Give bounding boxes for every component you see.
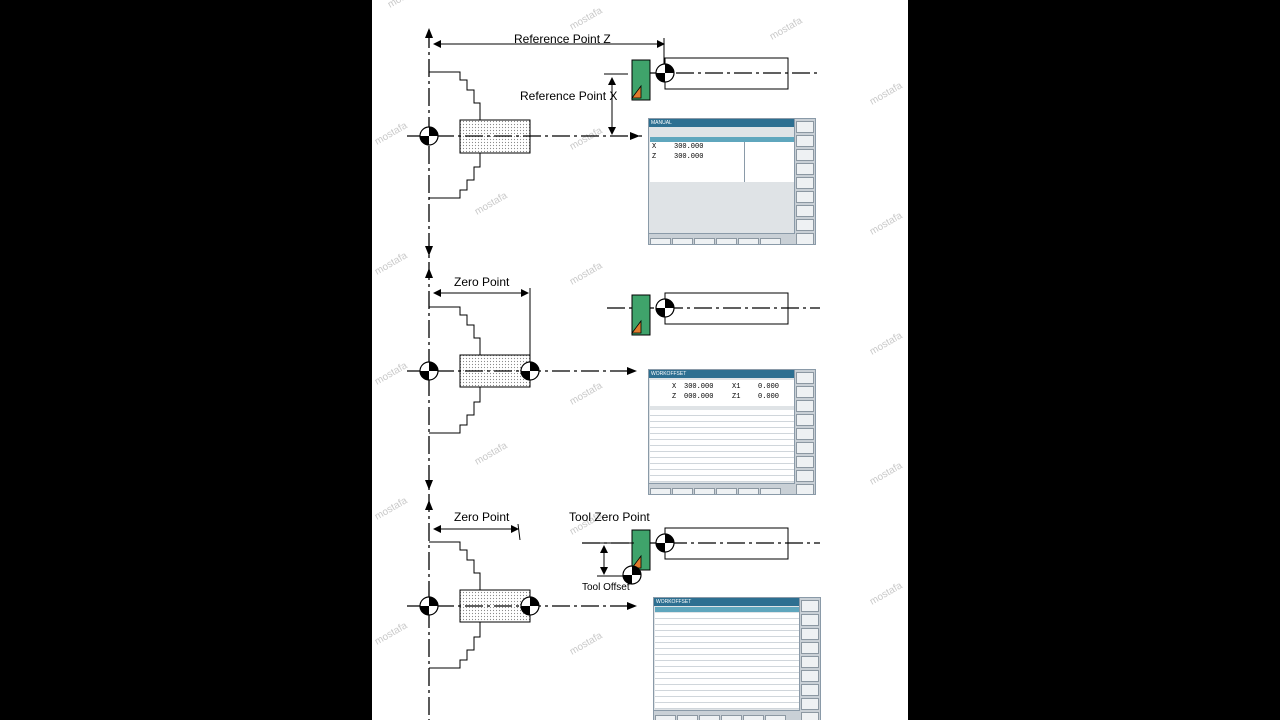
- watermark: mostafa: [768, 15, 805, 43]
- axis-arrow-up: [425, 500, 433, 510]
- reference-point-x-label: Reference Point X: [520, 89, 617, 103]
- hmi-softkeys: [794, 370, 815, 494]
- reference-point-symbol: [655, 298, 675, 318]
- document-page: mostafa mostafa mostafa mostafa mostafa …: [372, 0, 908, 720]
- watermark: mostafa: [373, 620, 410, 648]
- hmi-position-panel: X 300.000 X1 0.000 Z 000.000 Z1 0.000: [650, 380, 794, 406]
- hmi-title-bar: WORKOFFSET: [654, 598, 820, 606]
- watermark: mostafa: [868, 330, 905, 358]
- z1-position-value: 0.000: [758, 393, 780, 401]
- reference-point-symbol: [655, 63, 675, 83]
- watermark: mostafa: [568, 630, 605, 658]
- section-tool-zero-point: Zero Point Tool Zero Point Tool Offset: [407, 510, 820, 669]
- workpiece-zero-symbol: [520, 361, 540, 381]
- axis-label-x: X: [672, 383, 677, 391]
- workpiece-zero-symbol: [520, 596, 540, 616]
- axis-label-x: X: [652, 143, 657, 151]
- tool-insert: [631, 84, 642, 99]
- tool-zero-point-label: Tool Zero Point: [569, 510, 650, 524]
- axis-arrow-up: [425, 28, 433, 38]
- axis-arrow-up: [425, 268, 433, 278]
- tool-tip-symbol: [622, 565, 642, 585]
- hmi-screen-manual: MANUAL X 300.000 Z 300.000: [648, 118, 816, 245]
- watermark: mostafa: [568, 380, 605, 408]
- reference-point-symbol: [655, 533, 675, 553]
- hmi-bottom-keys: [649, 233, 795, 244]
- watermark: mostafa: [868, 580, 905, 608]
- machine-zero-symbol: [419, 126, 439, 146]
- tool-insert: [631, 319, 642, 334]
- watermark: mostafa: [568, 260, 605, 288]
- axis-arrow-down: [425, 480, 433, 490]
- hmi-title-bar: WORKOFFSET: [649, 370, 815, 378]
- hmi-bottom-keys: [654, 710, 800, 720]
- axis-arrow-down: [425, 246, 433, 256]
- hmi-header-strip: [650, 137, 794, 142]
- hmi-softkeys: [794, 119, 815, 244]
- zero-point-label: Zero Point: [454, 510, 510, 524]
- hmi-tool-table: [655, 613, 799, 709]
- lathe-zero-points-diagram: mostafa mostafa mostafa mostafa mostafa …: [373, 0, 905, 720]
- watermark: mostafa: [568, 125, 605, 153]
- extension-line: [517, 523, 521, 541]
- watermark: mostafa: [373, 360, 410, 388]
- hmi-softkeys: [799, 598, 820, 720]
- x1-position-value: 0.000: [758, 383, 780, 391]
- section-reference-point: Reference Point Z Reference Point X: [407, 32, 820, 199]
- hmi-offset-table: [650, 410, 794, 482]
- watermark: mostafa: [473, 440, 510, 468]
- tool-body: [631, 529, 651, 571]
- watermark: mostafa: [386, 0, 423, 11]
- hmi-position-panel: X 300.000 Z 300.000: [650, 142, 794, 182]
- watermark: mostafa: [868, 80, 905, 108]
- hmi-status-panel: [744, 142, 797, 182]
- axis-label-x1: X1: [732, 383, 741, 391]
- tool-offset-label: Tool Offset: [582, 582, 630, 593]
- watermark: mostafa: [373, 120, 410, 148]
- zero-point-label: Zero Point: [454, 275, 510, 289]
- tool-body: [631, 59, 651, 101]
- watermark: mostafa: [373, 250, 410, 278]
- machine-zero-symbol: [419, 596, 439, 616]
- watermark: mostafa: [373, 495, 410, 523]
- centerline-arrow: [627, 602, 637, 610]
- axis-label-z1: Z1: [732, 393, 741, 401]
- hmi-header-strip: [655, 607, 799, 612]
- watermark: mostafa: [868, 210, 905, 238]
- x-position-value: 300.000: [684, 383, 714, 391]
- hmi-screen-tool-list: WORKOFFSET: [653, 597, 821, 720]
- centerline-arrow: [627, 367, 637, 375]
- hmi-title-bar: MANUAL: [649, 119, 815, 127]
- centerline-arrow: [630, 132, 640, 140]
- watermark: mostafa: [473, 190, 510, 218]
- axis-label-z: Z: [672, 393, 677, 401]
- watermark: mostafa: [868, 460, 905, 488]
- section-zero-point: Zero Point: [407, 275, 820, 434]
- z-position-value: 000.000: [684, 393, 714, 401]
- reference-point-z-label: Reference Point Z: [514, 32, 611, 46]
- tool-body: [631, 294, 651, 336]
- z-position-value: 300.000: [674, 153, 704, 161]
- watermark: mostafa: [568, 5, 605, 33]
- hmi-bottom-keys: [649, 483, 795, 494]
- x-position-value: 300.000: [674, 143, 704, 151]
- axis-label-z: Z: [652, 153, 657, 161]
- machine-zero-symbol: [419, 361, 439, 381]
- hmi-screen-workoffset: WORKOFFSET X 300.000 X1 0.000 Z 000.000 …: [648, 369, 816, 495]
